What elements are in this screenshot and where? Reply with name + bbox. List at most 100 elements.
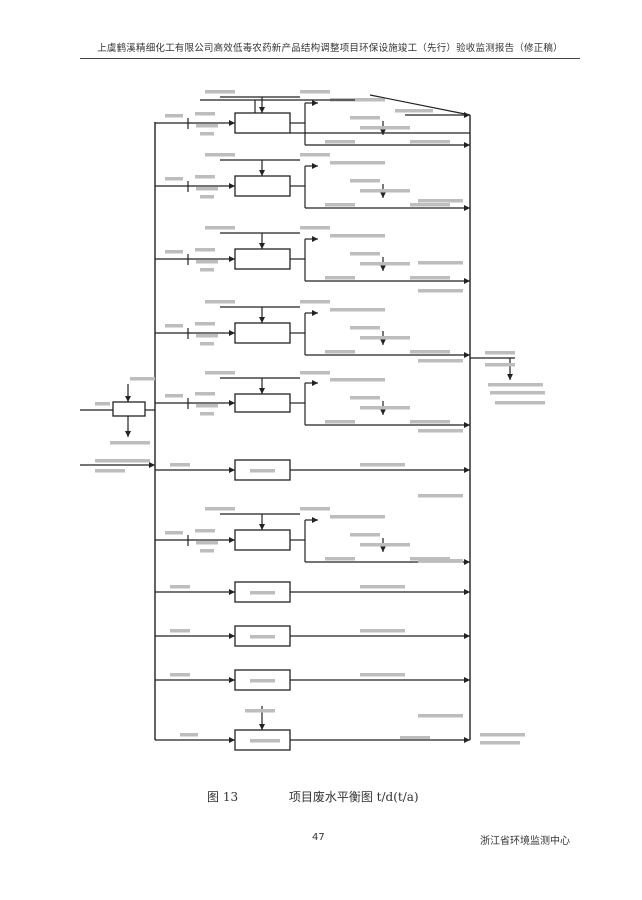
arrow-right: [312, 163, 318, 169]
faint-label: [360, 336, 410, 340]
faint-label: [480, 741, 520, 745]
process-box: [234, 248, 291, 270]
faint-label: [330, 378, 385, 382]
arrow-right: [312, 517, 318, 523]
arrow-right: [229, 120, 235, 126]
faint-label: [165, 250, 183, 254]
arrow-right: [464, 559, 470, 565]
arrow-down: [259, 243, 265, 249]
faint-label: [165, 531, 183, 535]
faint-label: [195, 112, 215, 116]
faint-label: [485, 351, 515, 355]
faint-label: [200, 549, 214, 553]
arrow-right: [229, 330, 235, 336]
process-box: [234, 393, 291, 413]
arrow-down: [380, 129, 386, 135]
arrow-right: [229, 256, 235, 262]
faint-label: [200, 268, 214, 272]
faint-label: [485, 363, 515, 367]
arrow-down: [380, 339, 386, 345]
process-box: [234, 322, 291, 344]
arrow-right: [312, 310, 318, 316]
faint-label: [195, 529, 215, 533]
arrow-right: [229, 589, 235, 595]
faint-label: [250, 469, 275, 473]
faint-label: [360, 629, 405, 633]
faint-label: [395, 109, 433, 113]
arrow-right: [149, 462, 155, 468]
faint-label: [245, 709, 275, 713]
arrow-down: [380, 265, 386, 271]
arrow-down: [380, 409, 386, 415]
faint-label: [300, 371, 330, 375]
arrow-right: [464, 589, 470, 595]
arrow-right: [229, 183, 235, 189]
process-box: [112, 401, 146, 417]
faint-label: [165, 324, 183, 328]
faint-label: [250, 635, 275, 639]
faint-label: [410, 203, 450, 207]
faint-label: [488, 383, 543, 387]
faint-label: [330, 234, 385, 238]
faint-label: [195, 248, 215, 252]
arrow-right: [312, 380, 318, 386]
faint-label: [300, 300, 330, 304]
faint-label: [95, 459, 135, 463]
arrow-right: [464, 352, 470, 358]
faint-label: [300, 90, 330, 94]
faint-label: [250, 679, 275, 683]
arrow-down: [259, 724, 265, 730]
faint-label: [195, 392, 215, 396]
arrow-down: [259, 317, 265, 323]
faint-label: [360, 543, 410, 547]
figure-title: 项目废水平衡图 t/d(t/a): [288, 790, 419, 804]
faint-label: [205, 507, 235, 511]
faint-label: [418, 559, 463, 563]
faint-label: [195, 175, 215, 179]
faint-label: [325, 203, 355, 207]
arrow-right: [464, 422, 470, 428]
faint-label: [480, 733, 525, 737]
faint-label: [418, 199, 463, 203]
faint-label: [196, 187, 218, 191]
arrow-right: [464, 112, 470, 118]
arrow-down: [259, 388, 265, 394]
arrow-right: [312, 100, 318, 106]
faint-label: [205, 300, 235, 304]
faint-label: [495, 401, 545, 405]
faint-label: [205, 371, 235, 375]
faint-label: [418, 359, 463, 363]
arrow-down: [259, 524, 265, 530]
figure-caption: 图 13 项目废水平衡图 t/d(t/a): [207, 788, 419, 805]
faint-label: [165, 114, 183, 118]
faint-label: [330, 515, 385, 519]
faint-label: [196, 541, 218, 545]
faint-label: [410, 276, 450, 280]
faint-label: [165, 177, 183, 181]
process-box: [234, 175, 291, 197]
process-box: [234, 529, 291, 551]
arrow-down: [125, 396, 131, 402]
faint-label: [418, 494, 463, 498]
faint-label: [360, 585, 405, 589]
arrow-right: [229, 537, 235, 543]
faint-label: [350, 326, 380, 330]
faint-label: [360, 406, 410, 410]
faint-label: [360, 262, 410, 266]
faint-label: [170, 673, 190, 677]
arrow-right: [229, 400, 235, 406]
faint-label: [200, 412, 214, 416]
faint-label: [330, 308, 385, 312]
faint-label: [196, 404, 218, 408]
faint-label: [205, 90, 235, 94]
arrow-down: [380, 546, 386, 552]
faint-label: [200, 342, 214, 346]
arrow-right: [464, 677, 470, 683]
faint-label: [410, 350, 450, 354]
arrow-right: [229, 633, 235, 639]
process-box: [234, 112, 291, 134]
arrow-right: [464, 467, 470, 473]
faint-label: [330, 98, 385, 102]
faint-label: [418, 714, 463, 718]
faint-label: [300, 153, 330, 157]
